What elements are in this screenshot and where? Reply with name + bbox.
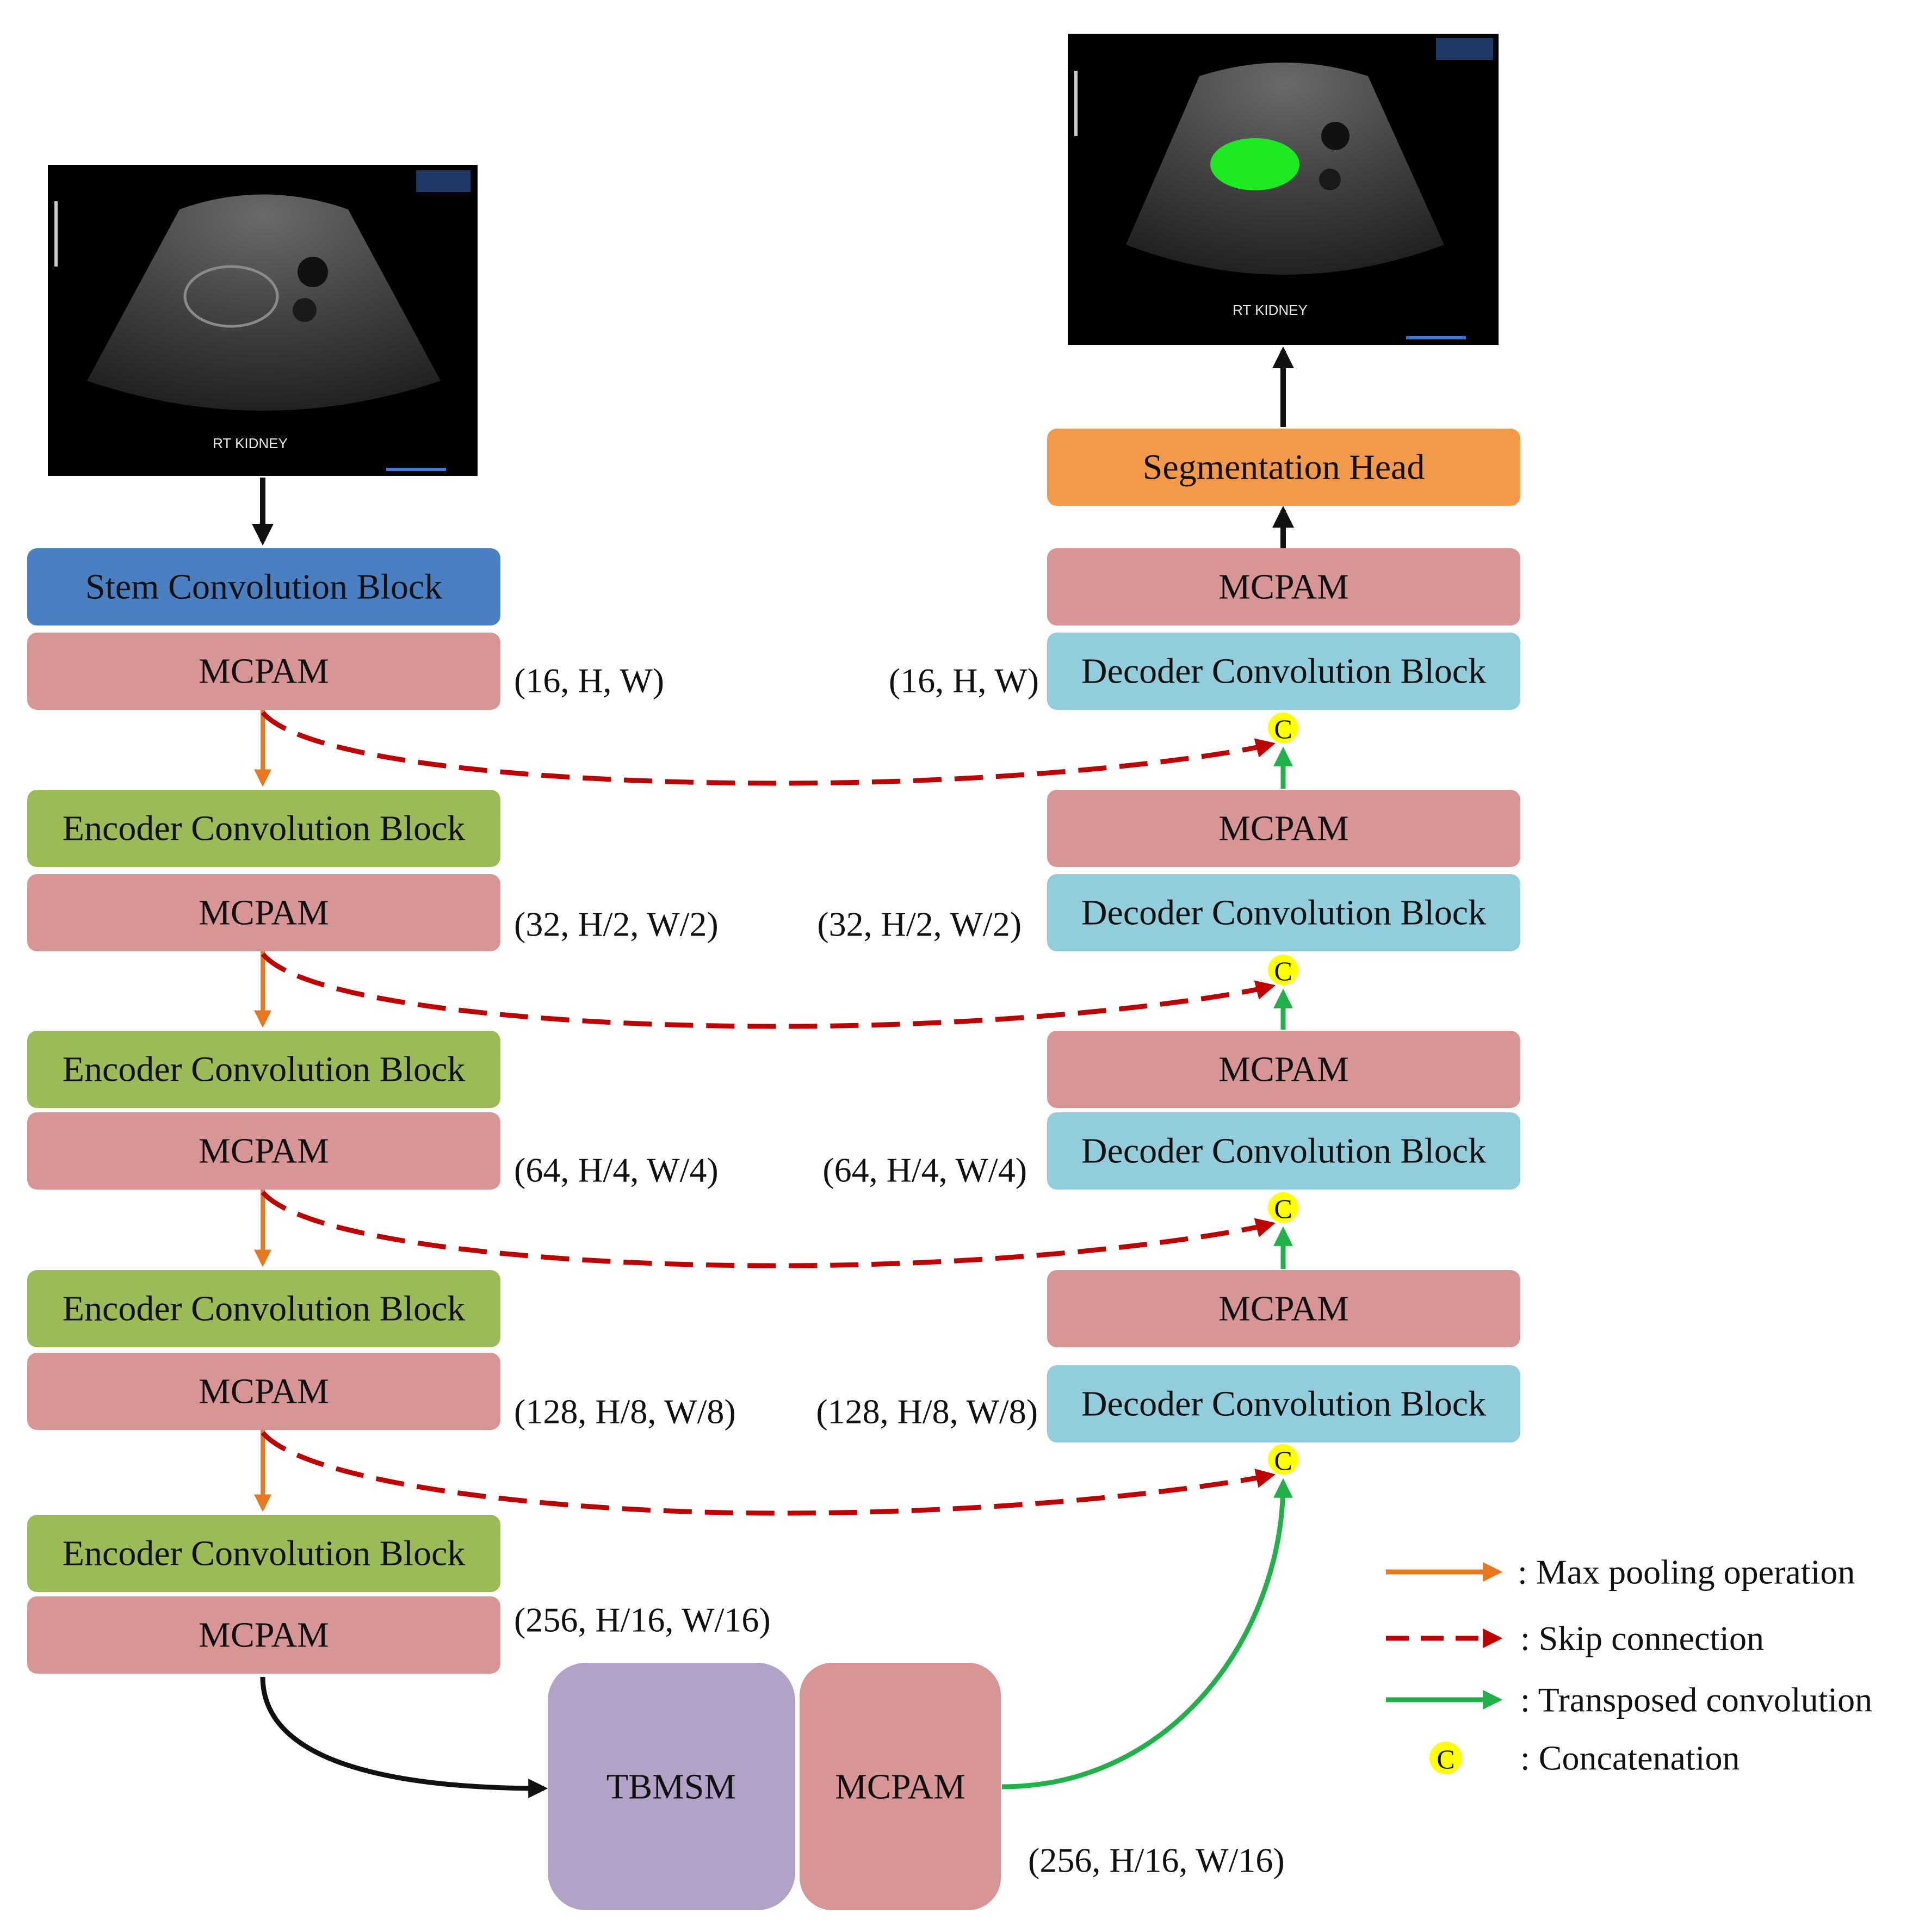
mcpam-label: MCPAM [199, 893, 329, 933]
mcpam-to-tbmsm-arrow [260, 1676, 548, 1798]
mcpam-block-enc-3 [27, 1112, 500, 1190]
concat-symbol: C [1274, 1445, 1292, 1476]
legend-transposed: : Transposed convolution [1520, 1681, 1872, 1719]
skip-connection-2 [261, 952, 1276, 1029]
mcpam-label: MCPAM [1218, 567, 1349, 607]
encoder-column: Stem Convolution Block MCPAM Encoder Con… [27, 548, 500, 1674]
decoder-convolution-block-1 [1047, 633, 1520, 710]
dim-label-left-1: (16, H, W) [514, 661, 664, 700]
mcpam-block-dec-3 [1047, 1031, 1520, 1108]
concat-node-3: C [1268, 1192, 1298, 1224]
dim-label-left-2: (32, H/2, W/2) [514, 905, 719, 944]
stem-convolution-block [27, 548, 500, 626]
mcpam-label: MCPAM [199, 1131, 329, 1171]
decoder-label: Decoder Convolution Block [1081, 1131, 1486, 1171]
decoder-label: Decoder Convolution Block [1081, 652, 1486, 691]
dim-label-left-5: (256, H/16, W/16) [514, 1601, 771, 1639]
dim-label-left-4: (128, H/8, W/8) [514, 1392, 736, 1431]
transposed-arrow-4 [1001, 1478, 1293, 1789]
mcpam-label: MCPAM [1218, 1050, 1349, 1089]
concat-symbol: C [1274, 1193, 1292, 1224]
concat-node-4: C [1268, 1444, 1298, 1476]
segmentation-mask [1210, 138, 1299, 190]
concat-symbol: C [1274, 956, 1292, 986]
tbmsm-label: TBMSM [606, 1767, 736, 1807]
dim-label-left-3: (64, H/4, W/4) [514, 1151, 719, 1190]
concat-node-1: C [1268, 713, 1298, 744]
encoder-label: Encoder Convolution Block [63, 809, 466, 849]
decoder-convolution-block-3 [1047, 1112, 1520, 1190]
mcpam-label: MCPAM [199, 1372, 329, 1411]
mcpam-label: MCPAM [835, 1767, 965, 1807]
input-ultrasound-image: RT KIDNEY [48, 165, 478, 476]
dim-label-bottleneck: (256, H/16, W/16) [1028, 1841, 1285, 1880]
dim-label-right-2: (32, H/2, W/2) [817, 905, 1022, 944]
output-ultrasound-image: RT KIDNEY [1068, 34, 1499, 345]
encoder-convolution-block-4 [27, 1515, 500, 1592]
head-label: Segmentation Head [1143, 448, 1425, 487]
input-image-label: RT KIDNEY [213, 435, 288, 451]
mcpam-label: MCPAM [1218, 1289, 1349, 1329]
legend-concat-circle [1429, 1742, 1462, 1774]
mcpam-block-enc-1 [27, 633, 500, 710]
encoder-convolution-block-2 [27, 1031, 500, 1108]
segmentation-head-block [1047, 429, 1520, 506]
mcpam-block-bottleneck [800, 1663, 1001, 1910]
skip-connection-1 [261, 711, 1276, 786]
dim-label-right-1: (16, H, W) [889, 661, 1039, 700]
mcpam-label: MCPAM [199, 652, 329, 691]
concat-node-2: C [1268, 955, 1298, 986]
encoder-label: Encoder Convolution Block [63, 1050, 466, 1089]
decoder-column: Segmentation Head MCPAM Decoder Convolut… [1047, 429, 1520, 1442]
mcpam-block-enc-5 [27, 1596, 500, 1674]
dim-label-right-4: (128, H/8, W/8) [816, 1392, 1038, 1431]
legend-max-pool: : Max pooling operation [1518, 1553, 1855, 1592]
decoder-label: Decoder Convolution Block [1081, 893, 1486, 933]
decoder-label: Decoder Convolution Block [1081, 1384, 1486, 1424]
dim-label-right-3: (64, H/4, W/4) [822, 1151, 1027, 1190]
encoder-convolution-block-1 [27, 790, 500, 867]
mcpam-block-dec-1 [1047, 548, 1520, 626]
mcpam-block-dec-4 [1047, 1270, 1520, 1347]
mcpam-label: MCPAM [199, 1615, 329, 1655]
mcpam-label: MCPAM [1218, 809, 1349, 849]
encoder-label: Encoder Convolution Block [63, 1289, 466, 1329]
encoder-convolution-block-3 [27, 1270, 500, 1347]
skip-connection-3 [261, 1191, 1276, 1268]
concat-symbol: C [1274, 714, 1292, 744]
legend: : Max pooling operation : Skip connectio… [1386, 1553, 1872, 1778]
encoder-label: Encoder Convolution Block [63, 1534, 466, 1574]
stem-label: Stem Convolution Block [85, 567, 442, 607]
mcpam-block-dec-2 [1047, 790, 1520, 867]
decoder-convolution-block-4 [1047, 1365, 1520, 1442]
output-image-label: RT KIDNEY [1233, 302, 1308, 318]
legend-skip: : Skip connection [1520, 1619, 1764, 1658]
mcpam-block-enc-4 [27, 1353, 500, 1430]
decoder-convolution-block-2 [1047, 874, 1520, 951]
mcpam-block-enc-2 [27, 874, 500, 951]
concat-symbol: C [1437, 1744, 1454, 1774]
tbmsm-block [548, 1663, 795, 1910]
skip-connection-4 [261, 1431, 1276, 1516]
legend-concat: : Concatenation [1520, 1739, 1740, 1778]
